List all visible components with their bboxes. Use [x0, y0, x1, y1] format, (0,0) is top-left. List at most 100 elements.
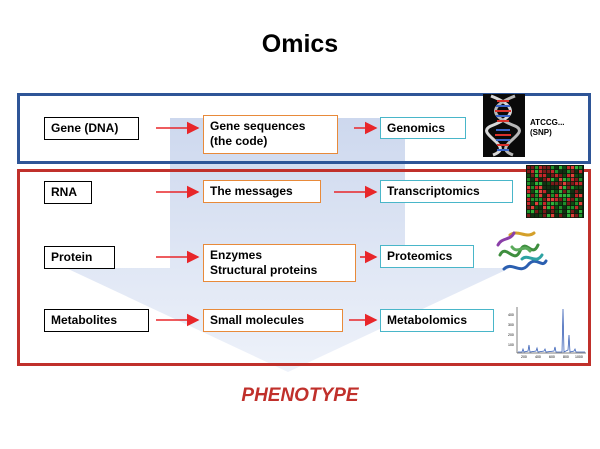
heatmap-cell — [539, 190, 543, 194]
heatmap-cell — [559, 206, 563, 210]
heatmap-cell — [559, 214, 563, 218]
heatmap-cell — [575, 166, 579, 170]
heatmap-cell — [547, 214, 551, 218]
heatmap-cell — [563, 186, 567, 190]
dna-helix-image — [483, 94, 525, 157]
heatmap-cell — [543, 174, 547, 178]
heatmap-cell — [575, 206, 579, 210]
mass-spectrum-image: 400 300 200 100 200 400 600 800 1000 — [508, 307, 586, 359]
heatmap-cell — [563, 214, 567, 218]
heatmap-cell — [539, 182, 543, 186]
heatmap-cell — [551, 166, 555, 170]
heatmap-cell — [543, 190, 547, 194]
omics-transcriptomics: Transcriptomics — [380, 180, 513, 203]
heatmap-cell — [555, 182, 559, 186]
heatmap-cell — [531, 174, 535, 178]
heatmap-cell — [571, 170, 575, 174]
heatmap-cell — [551, 174, 555, 178]
spectrum-xtick-400: 400 — [535, 355, 541, 359]
heatmap-cell — [567, 198, 571, 202]
heatmap-cell — [563, 174, 567, 178]
heatmap-cell — [567, 170, 571, 174]
heatmap-cell — [547, 166, 551, 170]
heatmap-cell — [543, 206, 547, 210]
heatmap-cell — [571, 206, 575, 210]
spectrum-xtick-600: 600 — [549, 355, 555, 359]
heatmap-cell — [567, 186, 571, 190]
expression-level-frame — [17, 169, 591, 366]
heatmap-cell — [547, 186, 551, 190]
heatmap-cell — [551, 202, 555, 206]
heatmap-cell — [535, 198, 539, 202]
heatmap-cell — [531, 166, 535, 170]
source-protein: Protein — [44, 246, 115, 269]
heatmap-cell — [531, 186, 535, 190]
heatmap-cell — [527, 190, 531, 194]
heatmap-cell — [555, 186, 559, 190]
heatmap-cell — [579, 186, 583, 190]
heatmap-cell — [535, 174, 539, 178]
heatmap-cell — [539, 170, 543, 174]
heatmap-cell — [567, 202, 571, 206]
source-rna: RNA — [44, 181, 92, 204]
heatmap-cell — [543, 194, 547, 198]
omics-proteomics: Proteomics — [380, 245, 474, 268]
spectrum-xtick-200: 200 — [521, 355, 527, 359]
heatmap-cell — [571, 190, 575, 194]
spectrum-ytick-200: 200 — [508, 333, 514, 337]
heatmap-cell — [559, 166, 563, 170]
source-gene: Gene (DNA) — [44, 117, 139, 140]
heatmap-cell — [555, 206, 559, 210]
heatmap-cell — [535, 194, 539, 198]
heatmap-cell — [559, 194, 563, 198]
heatmap-cell — [555, 202, 559, 206]
heatmap-cell — [535, 166, 539, 170]
heatmap-cell — [547, 198, 551, 202]
heatmap-cell — [547, 182, 551, 186]
heatmap-cell — [579, 190, 583, 194]
heatmap-cell — [543, 170, 547, 174]
spectrum-ytick-300: 300 — [508, 323, 514, 327]
heatmap-cell — [551, 186, 555, 190]
heatmap-cell — [559, 182, 563, 186]
heatmap-cell — [555, 174, 559, 178]
heatmap-cell — [547, 174, 551, 178]
heatmap-cell — [535, 182, 539, 186]
heatmap-cell — [547, 202, 551, 206]
heatmap-cell — [551, 214, 555, 218]
heatmap-cell — [579, 206, 583, 210]
snp-note: ATCCG... (SNP) — [530, 118, 565, 137]
heatmap-cell — [527, 214, 531, 218]
heatmap-cell — [535, 190, 539, 194]
heatmap-cell — [543, 178, 547, 182]
heatmap-cell — [575, 170, 579, 174]
heatmap-cell — [539, 214, 543, 218]
heatmap-cell — [579, 178, 583, 182]
spectrum-xtick-1000: 1000 — [575, 355, 583, 359]
heatmap-cell — [539, 206, 543, 210]
heatmap-cell — [563, 202, 567, 206]
product-gene-sequences: Gene sequences (the code) — [203, 115, 338, 154]
heatmap-cell — [571, 194, 575, 198]
heatmap-cell — [535, 186, 539, 190]
heatmap-cell — [531, 210, 535, 214]
heatmap-cell — [535, 170, 539, 174]
heatmap-cell — [559, 174, 563, 178]
heatmap-cell — [571, 182, 575, 186]
heatmap-cell — [555, 194, 559, 198]
heatmap-cell — [567, 210, 571, 214]
product-small-molecules: Small molecules — [203, 309, 343, 332]
heatmap-cell — [527, 182, 531, 186]
heatmap-cell — [547, 170, 551, 174]
heatmap-cell — [551, 194, 555, 198]
page-title: Omics — [261, 30, 339, 58]
heatmap-cell — [571, 166, 575, 170]
heatmap-cell — [563, 198, 567, 202]
omics-genomics: Genomics — [380, 117, 466, 139]
heatmap-cell — [579, 182, 583, 186]
heatmap-cell — [567, 182, 571, 186]
heatmap-cell — [527, 174, 531, 178]
protein-structure-image — [496, 231, 548, 271]
heatmap-cell — [535, 210, 539, 214]
